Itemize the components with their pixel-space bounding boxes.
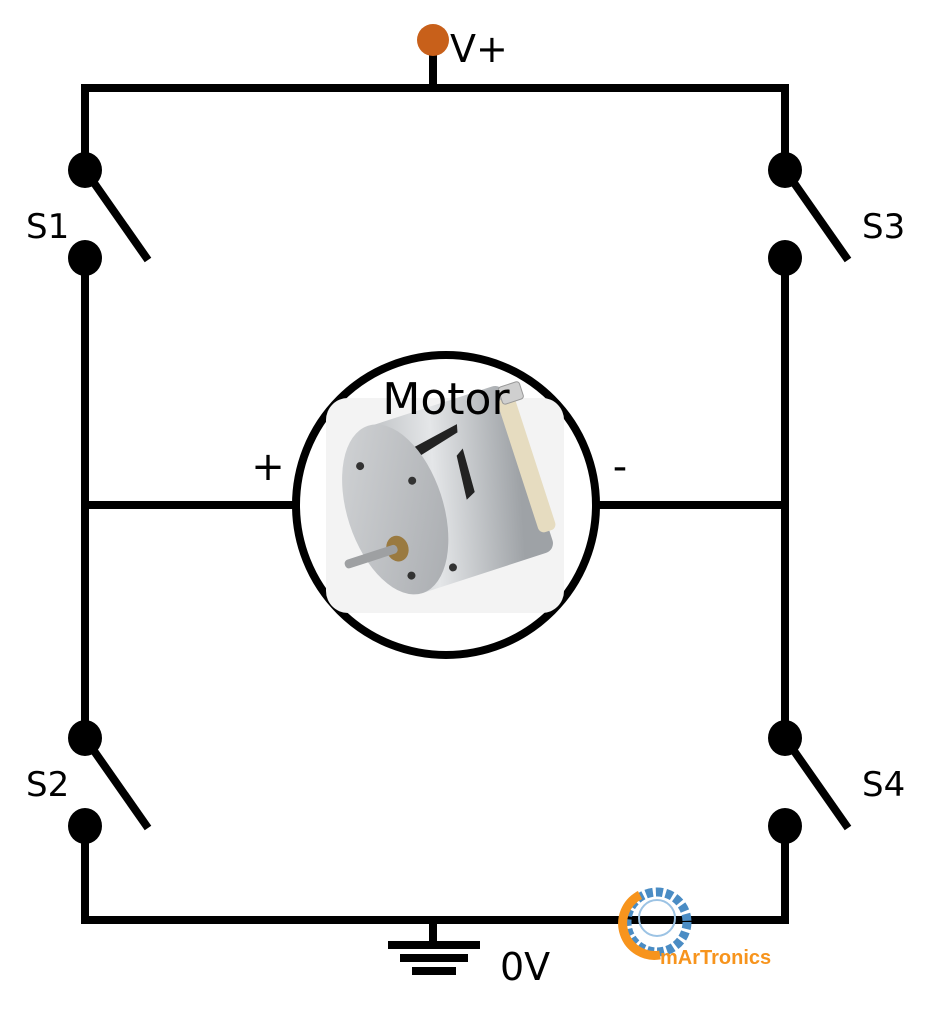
switch-label: S2: [26, 765, 69, 805]
switch-label: S1: [26, 207, 69, 247]
top-rail: [81, 84, 789, 174]
supply-label: V+: [450, 27, 508, 71]
switch-label: S4: [862, 765, 905, 805]
motor-photo: [342, 381, 556, 595]
switch-s3: S3: [768, 152, 905, 276]
logo-text: mArTronics: [660, 947, 771, 969]
martronics-logo: mArTronics: [618, 887, 771, 969]
switch-s1: S1: [26, 152, 152, 276]
switch-label: S3: [862, 207, 905, 247]
motor-label: Motor: [382, 374, 510, 425]
switch-s2: S2: [26, 720, 152, 844]
motor-plus-label: +: [251, 444, 285, 490]
supply-terminal: [417, 24, 449, 56]
switch-s4: S4: [768, 720, 905, 844]
motor: Motor + -: [251, 351, 627, 659]
motor-minus-label: -: [613, 444, 627, 490]
ground-label: 0V: [500, 945, 550, 989]
wires: [81, 36, 789, 975]
bottom-rail: [81, 822, 789, 924]
